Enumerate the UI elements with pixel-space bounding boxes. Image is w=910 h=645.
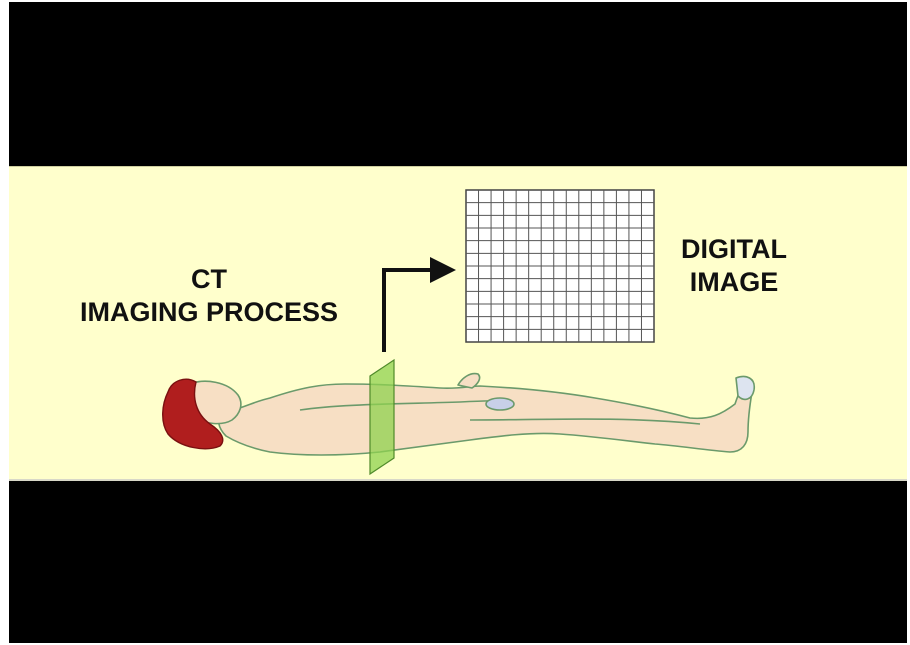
arrow-shaft: [384, 270, 432, 350]
patient-hand: [486, 398, 514, 410]
arrow-head: [430, 257, 456, 283]
ct-slice-plane: [370, 360, 394, 474]
process-arrow: [384, 257, 456, 350]
patient-body: [219, 381, 753, 455]
digital-image-grid: [466, 190, 654, 342]
patient-foot: [736, 377, 754, 400]
patient-figure: [190, 374, 754, 455]
